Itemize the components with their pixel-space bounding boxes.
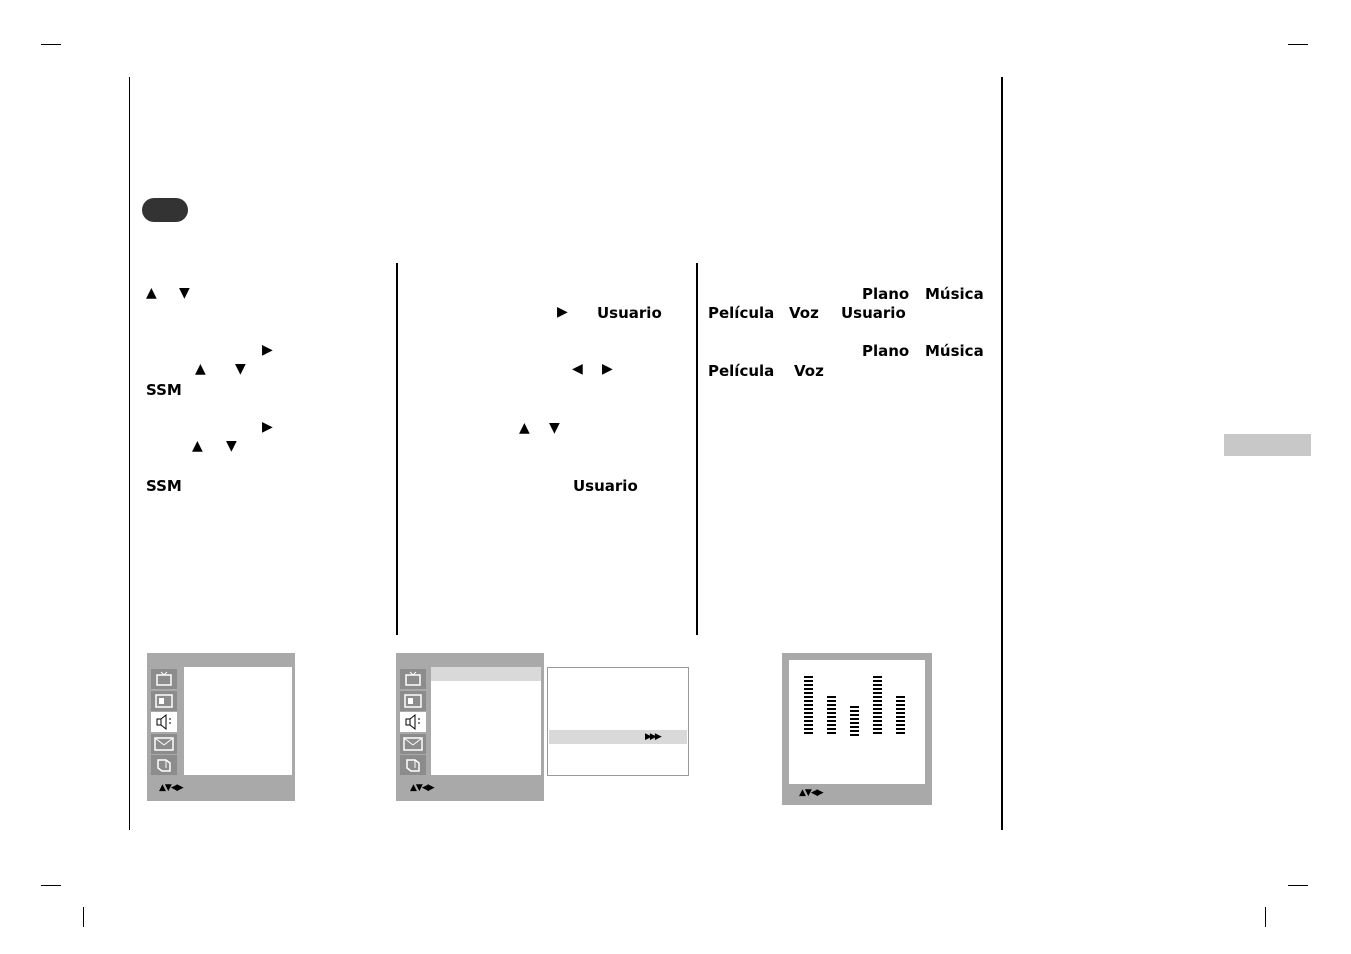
ssm-label: SSM [146,381,182,399]
osd-menu: ▲▼◀▶ [396,653,544,801]
mode-musica: Música [925,342,984,360]
tv-icon [400,669,426,689]
osd-menu-panel [431,667,541,775]
mode-plano: Plano [862,285,910,303]
mode-musica: Música [925,285,984,303]
special-icon [400,734,426,754]
down-arrow-icon: ▼ [235,361,246,377]
right-arrow-icon: ▶ [602,361,613,377]
screen-icon [151,755,177,775]
osd-menu-panel [184,667,292,775]
down-arrow-icon: ▼ [179,285,190,301]
up-arrow-icon: ▲ [192,438,203,454]
side-tab [1224,434,1311,456]
right-arrow-icon: ▶ [262,342,273,358]
down-arrow-icon: ▼ [549,420,560,436]
section-badge [142,198,188,222]
up-arrow-icon: ▲ [146,285,157,301]
sound-icon [400,712,426,732]
mode-pelicula: Película [708,304,775,322]
column-divider-2 [696,263,698,635]
ssm-label: SSM [146,477,182,495]
left-arrow-icon: ◀ [572,361,583,377]
osd-menu: ▲▼◀▶ [147,653,295,801]
special-icon [151,734,177,754]
up-arrow-icon: ▲ [519,420,530,436]
mode-voz: Voz [789,304,819,322]
mode-usuario: Usuario [841,304,906,322]
screen-icon [400,755,426,775]
usuario-label: Usuario [573,477,638,495]
column-divider-1 [396,263,398,635]
nav-arrows-icon: ▲▼◀▶ [799,788,824,798]
right-arrow-icon: ▶ [557,304,568,320]
right-arrow-icon: ▶ [262,419,273,435]
equalizer-osd: ▲▼◀▶ [782,653,932,805]
sound-submenu: ▶▶▶ [547,667,689,776]
equalizer-band [850,706,859,736]
crop-mark [1288,885,1308,886]
crop-mark [41,885,61,886]
up-arrow-icon: ▲ [195,361,206,377]
mode-plano: Plano [862,342,910,360]
highlighted-submenu-row [549,730,687,744]
right-margin-rule [1001,77,1003,830]
mode-pelicula: Película [708,362,775,380]
crop-mark [1288,44,1308,45]
equalizer-band [896,696,905,736]
equalizer-band [827,696,836,736]
enter-arrows-icon: ▶▶▶ [645,732,662,742]
equalizer-band [873,676,882,736]
crop-mark [83,907,84,927]
crop-mark [1265,907,1266,927]
down-arrow-icon: ▼ [226,438,237,454]
left-margin-rule [129,77,130,830]
equalizer-band [804,676,813,736]
mode-voz: Voz [794,362,824,380]
crop-mark [41,44,61,45]
nav-arrows-icon: ▲▼◀▶ [159,783,184,793]
tv-icon [151,669,177,689]
sound-icon [151,712,177,732]
usuario-label: Usuario [597,304,662,322]
picture-icon [400,691,426,711]
nav-arrows-icon: ▲▼◀▶ [410,783,435,793]
picture-icon [151,691,177,711]
highlighted-menu-row [431,667,541,681]
